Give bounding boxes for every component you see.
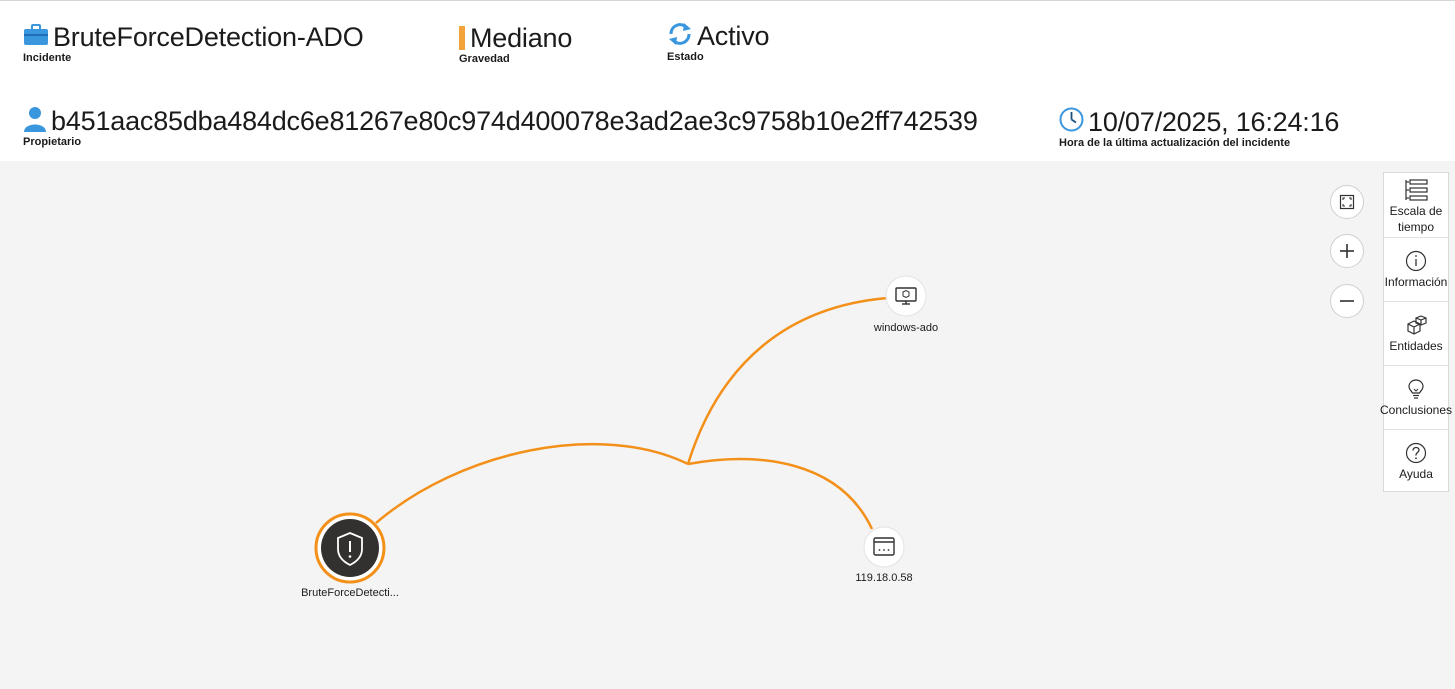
briefcase-icon [23,23,49,51]
side-divider [1384,365,1448,366]
side-item-label: Conclusiones [1379,403,1453,417]
top-border [0,0,1455,1]
owner-field: b451aac85dba484dc6e81267e80c974d400078e3… [23,104,978,149]
refresh-icon [667,21,693,52]
ip-node-label: 119.18.0.58 [855,572,913,584]
ip-address-icon [873,537,895,556]
owner-value: b451aac85dba484dc6e81267e80c974d400078e3… [51,105,978,136]
severity-label: Gravedad [459,53,510,65]
host-node[interactable] [885,275,927,317]
severity-field: Mediano Gravedad [459,21,572,65]
computer-icon [895,287,917,305]
side-item-insights[interactable]: Conclusiones [1380,366,1452,430]
status-label: Estado [667,51,704,63]
side-divider [1384,301,1448,302]
side-item-entities[interactable]: Entidades [1384,302,1448,366]
graph-edge-hub-host [686,296,889,465]
incident-field: BruteForceDetection-ADO Incidente [23,20,364,65]
incident-name: BruteForceDetection-ADO [53,21,364,52]
side-item-timeline[interactable]: Escala de tiempo [1384,173,1448,237]
investigation-graph-canvas[interactable]: BruteForceDetecti... windows-ado 119.18.… [0,161,1455,689]
graph-edge-alert-hub [375,442,689,524]
zoom-in-button[interactable] [1330,234,1364,268]
severity-value: Mediano [470,22,573,53]
updated-value: 10/07/2025, 16:24:16 [1088,106,1340,137]
side-item-help[interactable]: Ayuda [1384,430,1448,494]
alert-node[interactable] [314,512,386,584]
incident-label: Incidente [23,52,72,64]
info-icon [1405,250,1427,272]
person-icon [23,106,47,137]
fit-to-screen-button[interactable] [1330,185,1364,219]
fit-to-screen-icon [1339,194,1355,210]
host-node-label: windows-ado [873,322,939,334]
entities-icon [1407,315,1427,335]
timeline-icon [1405,179,1428,201]
clock-icon [1059,107,1084,137]
side-item-label: Entidades [1389,339,1443,353]
updated-label: Hora de la última actualización del inci… [1059,137,1291,149]
severity-bar-icon [459,26,465,50]
zoom-out-icon [1340,300,1354,302]
graph-edge-hub-ip [687,457,874,530]
updated-field: 10/07/2025, 16:24:16 Hora de la última a… [1059,105,1340,150]
incident-header: BruteForceDetection-ADO Incidente Median… [0,1,1455,161]
status-value: Activo [697,20,770,51]
side-item-label: Escala de tiempo [1389,204,1443,234]
alert-node-label: BruteForceDetecti... [301,587,399,599]
owner-label: Propietario [23,136,82,148]
side-divider [1384,429,1448,430]
status-field: Activo Estado [667,19,770,64]
graph-svg [314,275,927,584]
side-divider [1384,237,1448,238]
zoom-out-button[interactable] [1330,284,1364,318]
shield-alert-icon [337,532,363,567]
zoom-in-icon [1340,244,1354,258]
lightbulb-icon [1408,379,1424,399]
side-item-label: Información [1384,275,1448,289]
side-item-info[interactable]: Información [1384,238,1448,302]
side-item-label: Ayuda [1399,467,1433,481]
side-panel: Escala de tiempo Información Entidades [1380,172,1452,494]
ip-node[interactable] [863,526,905,568]
help-icon [1405,442,1427,464]
